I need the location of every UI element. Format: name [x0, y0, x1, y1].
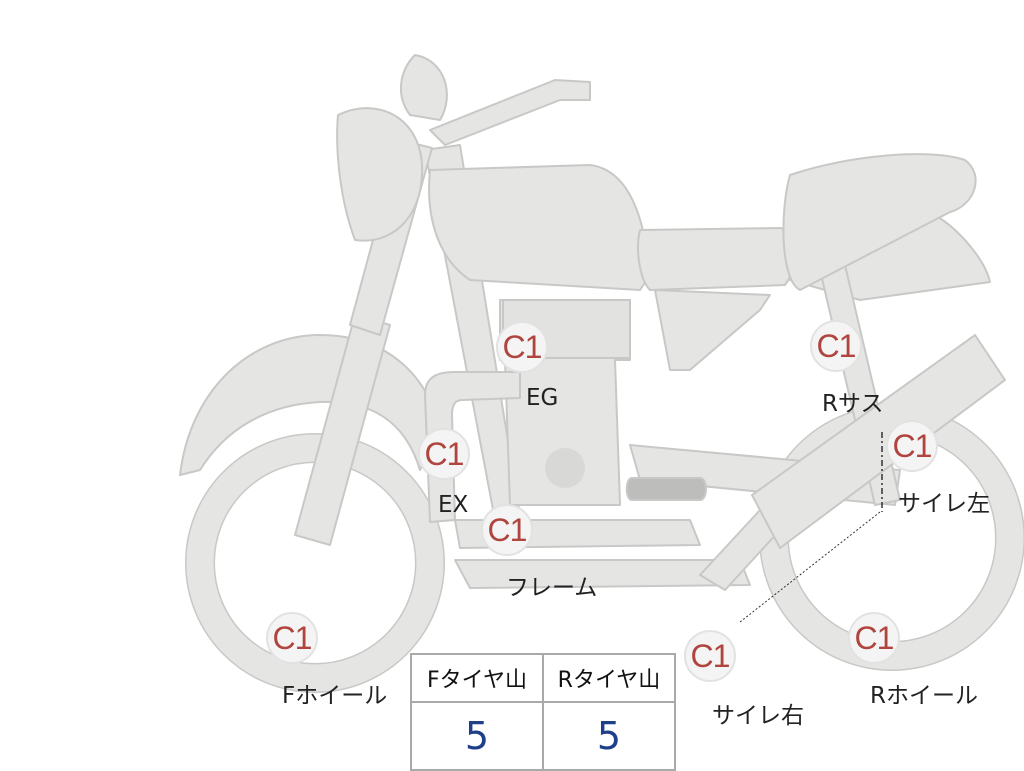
rear-tire-header: Rタイヤ山 [542, 653, 676, 703]
label-ex: EX [438, 492, 469, 518]
marker-rear-suspension[interactable]: C1 [810, 320, 862, 372]
seat-icon [637, 227, 797, 291]
label-eg: EG [526, 385, 559, 411]
label-rear-wheel: Rホイール [870, 683, 978, 709]
tire-tread-table: Fタイヤ山 Rタイヤ山 5 5 [410, 653, 676, 771]
muffler-icon [751, 334, 1006, 549]
rear-tire-value: 5 [542, 701, 676, 771]
front-tire-header: Fタイヤ山 [410, 653, 544, 703]
marker-silencer-left[interactable]: C1 [886, 420, 938, 472]
silencer-right-leader-line [739, 511, 881, 623]
label-rear-suspension: Rサス [822, 391, 884, 417]
marker-silencer-right[interactable]: C1 [684, 630, 736, 682]
marker-ex[interactable]: C1 [418, 428, 470, 480]
label-silencer-left: サイレ左 [898, 491, 990, 517]
exhaust-pipe-icon [424, 371, 521, 523]
footpeg-icon [625, 477, 707, 501]
marker-front-wheel[interactable]: C1 [266, 612, 318, 664]
marker-rear-wheel[interactable]: C1 [848, 612, 900, 664]
fuel-tank-icon [428, 164, 651, 291]
handlebar-icon [399, 54, 448, 121]
marker-frame[interactable]: C1 [481, 504, 533, 556]
label-frame: フレーム [506, 575, 598, 601]
headlight-icon [336, 107, 424, 242]
front-tire-value: 5 [410, 701, 544, 771]
marker-eg[interactable]: C1 [496, 321, 548, 373]
label-silencer-right: サイレ右 [712, 703, 804, 729]
label-front-wheel: Fホイール [282, 683, 388, 709]
